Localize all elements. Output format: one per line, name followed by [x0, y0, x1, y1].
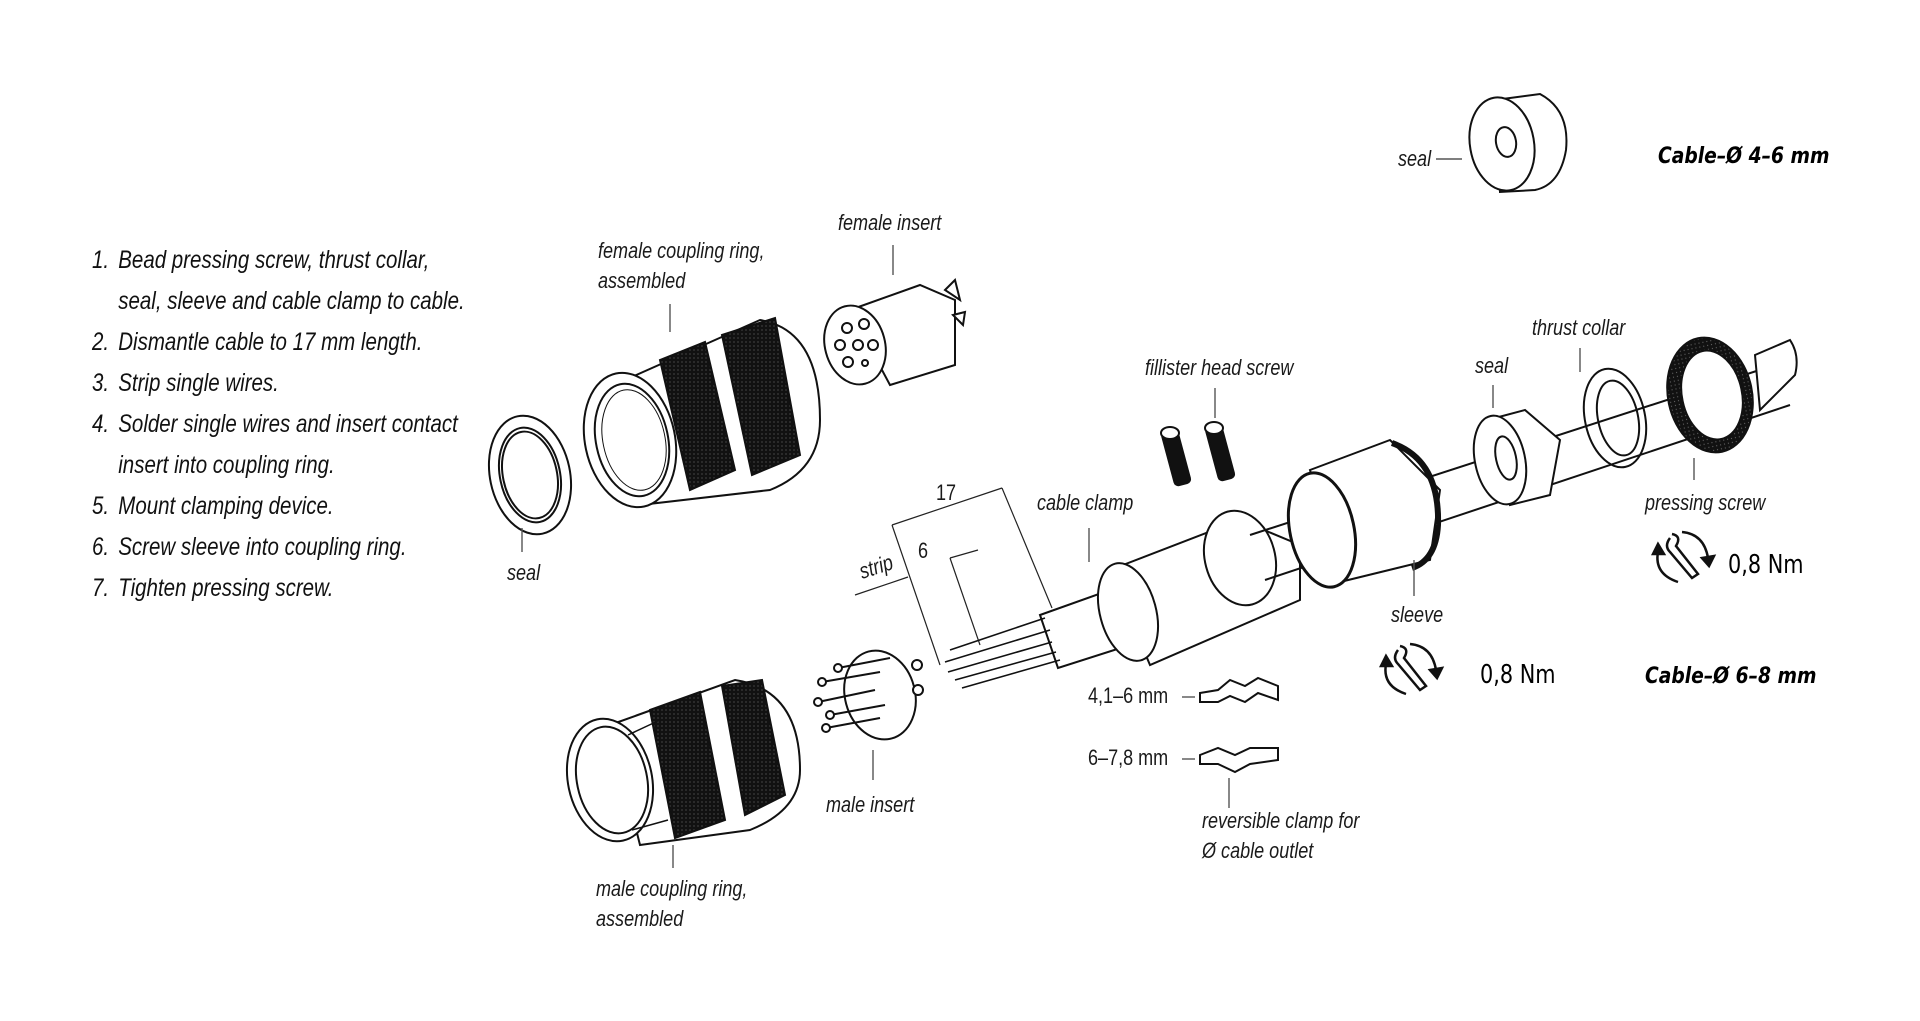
label-reversible-clamp-2: Ø cable outlet [1202, 838, 1314, 863]
label-clamp-small: 4,1–6 mm [1088, 683, 1169, 708]
label-male-coupling-ring: male coupling ring, [596, 876, 748, 901]
reversible-clamp-small [1199, 676, 1279, 704]
male-coupling-ring [565, 678, 802, 847]
step-4-cont: insert into coupling ring. [118, 451, 335, 479]
step-1-cont: seal, sleeve and cable clamp to cable. [118, 287, 465, 315]
label-dim-6: 6 [918, 538, 929, 563]
cable-clamp [1097, 509, 1301, 667]
label-seal-left: seal [507, 560, 541, 585]
label-dim-17: 17 [936, 480, 957, 505]
label-fillister-head-screw: fillister head screw [1145, 355, 1294, 380]
step-7: 7.Tighten pressing screw. [92, 574, 334, 602]
step-4: 4.Solder single wires and insert contact [92, 410, 458, 438]
label-thrust-collar: thrust collar [1532, 315, 1626, 340]
label-clamp-large: 6–7,8 mm [1088, 745, 1169, 770]
cable-range-large: Cable–Ø 6–8 mm [1645, 664, 1817, 689]
male-insert [813, 649, 924, 741]
reversible-clamp-large [1199, 746, 1279, 774]
seal-mid [1472, 408, 1562, 507]
step-3: 3.Strip single wires. [92, 369, 279, 397]
wrench-rotate-icon [1378, 642, 1445, 696]
female-insert [823, 278, 967, 387]
label-male-insert: male insert [826, 792, 915, 817]
sleeve [1286, 438, 1442, 589]
seal-ring-left [487, 414, 573, 536]
label-female-coupling-ring: female coupling ring, [598, 238, 765, 263]
torque-pressing-screw: 0,8 Nm [1728, 550, 1804, 580]
thrust-collar [1582, 367, 1648, 469]
cable-range-small: Cable–Ø 4–6 mm [1658, 144, 1830, 169]
seal-top [1468, 92, 1568, 194]
label-seal-mid: seal [1475, 353, 1509, 378]
pressing-screw [1666, 336, 1798, 454]
step-6: 6.Screw sleeve into coupling ring. [92, 533, 407, 561]
label-cable-clamp: cable clamp [1037, 490, 1134, 515]
torque-sleeve: 0,8 Nm [1480, 660, 1556, 690]
step-1: 1.Bead pressing screw, thrust collar, [92, 246, 430, 274]
female-coupling-ring [582, 316, 822, 509]
label-pressing-screw: pressing screw [1645, 490, 1766, 515]
fillister-head-screws [1160, 421, 1236, 487]
step-5: 5.Mount clamping device. [92, 492, 334, 520]
dimension-lines [854, 487, 1053, 666]
wrench-rotate-icon [1650, 530, 1717, 584]
step-2: 2.Dismantle cable to 17 mm length. [92, 328, 423, 356]
assembly-instructions: 1.Bead pressing screw, thrust collar, se… [92, 240, 546, 609]
label-female-insert: female insert [838, 210, 942, 235]
label-female-coupling-ring-2: assembled [598, 268, 686, 293]
label-seal-top: seal [1398, 146, 1432, 171]
label-reversible-clamp: reversible clamp for [1202, 808, 1360, 833]
label-male-coupling-ring-2: assembled [596, 906, 684, 931]
label-sleeve: sleeve [1391, 602, 1444, 627]
